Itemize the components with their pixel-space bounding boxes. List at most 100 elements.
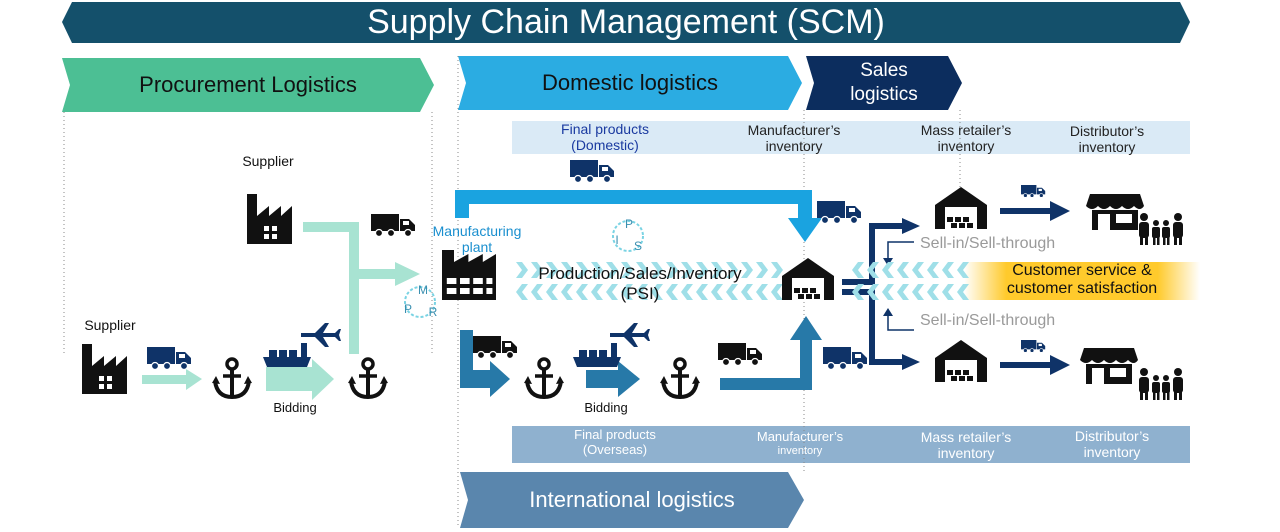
domestic-arrow [455,190,822,242]
sell-in-top-label: Sell-in/Sell-through [920,235,1056,252]
distributor-inventory-top-line1: Distributor’s [1069,123,1145,139]
ship-icon [573,343,621,367]
psi-chevron [756,284,768,300]
sales-title-line2: logistics [850,84,918,105]
international-arrows [460,316,822,397]
customer-satisfaction-label: Customer service & customer satisfaction [972,262,1192,299]
bidding-right-label: Bidding [584,400,628,415]
psi-chevron [606,262,618,278]
psi-label: Production/Sales/Inventory (PSI) [520,264,760,303]
page-title: Supply Chain Management (SCM) [367,3,885,41]
final-products-overseas-label: Final products (Overseas) [540,427,690,458]
distributor-inventory-bottom-label: Distributor’s inventory [1044,428,1180,460]
final-products-overseas-line2: (Overseas) [582,441,648,457]
psi-chevron [912,284,924,300]
domestic-banner [458,56,802,110]
store-icon [1086,194,1144,230]
psi-chevron [771,284,783,300]
psi-chevron [927,262,939,278]
store-icon [1080,348,1138,384]
family-icon [1139,213,1183,245]
psi-chevron [882,284,894,300]
manufacturer-inventory-top-line1: Manufacturer’s [747,122,841,138]
psi-chevron [681,262,693,278]
final-products-domestic-line1: Final products [561,121,649,137]
top-strip [512,121,1190,154]
psi-chevron [852,262,864,278]
psi-chevron [957,262,969,278]
psi-chevron [726,284,738,300]
anchor-icon [522,357,566,399]
mass-retailer-inventory-top-line1: Mass retailer’s [920,122,1012,138]
supplier-top-label: Supplier [242,153,294,169]
truck-icon [569,159,615,184]
psi-chevron [741,284,753,300]
manufacturer-inventory-top-line2: inventory [765,138,823,155]
psi-chevron [741,262,753,278]
final-products-domestic-label: Final products (Domestic) [530,121,680,153]
psi-chevron [957,284,969,300]
truck-icon [717,342,763,367]
anchor-icon [210,357,254,399]
manufacturing-plant-line1: Manufacturing [432,223,522,239]
cycle-letter-p-left: P [403,302,412,316]
psi-chevron [696,284,708,300]
psi-chevron [882,262,894,278]
family-icon [1139,368,1183,400]
psi-chevron [696,262,708,278]
domestic-title: Domestic logistics [541,70,719,95]
psi-chevron [621,284,633,300]
factory-icon [442,250,496,300]
manufacturing-plant-line2: plant [461,239,493,256]
sales-banner [806,56,962,110]
cycle-letter-p-top: P [624,217,633,231]
psi-chevron [591,262,603,278]
psi-chevron [666,262,678,278]
factory-icon [82,344,127,394]
psi-chevron [531,284,543,300]
cycle-letter-s: S [633,239,642,253]
psi-chevron [561,284,573,300]
psi-line1: Production/Sales/Inventory [538,264,742,283]
procurement-title: Procurement Logistics [139,72,357,97]
psi-chevron [651,284,663,300]
supplier-bottom-label: Supplier [84,317,136,333]
psi-chevron [576,262,588,278]
psi-chevron [852,284,864,300]
psi-chevron [636,284,648,300]
international-banner [460,472,804,528]
procurement-banner [62,58,434,112]
psi-chevron [681,284,693,300]
psi-chevron [897,262,909,278]
psi-chevron [927,284,939,300]
mass-retailer-inventory-bottom-line2: inventory [937,445,995,462]
psi-chevron [546,284,558,300]
manufacturer-inventory-bottom-line1: Manufacturer’s [756,429,844,444]
bottom-strip [512,426,1190,463]
psi-chevron [711,262,723,278]
psi-chevron [942,262,954,278]
truck-icon [1020,184,1046,198]
warehouse-icon [935,187,987,229]
manufacturer-inventory-bottom-label: Manufacturer’s inventory [730,429,870,458]
cycle-letter-i: I [615,233,619,247]
international-title: International logistics [529,487,735,512]
title-banner [62,2,1190,43]
mass-retailer-inventory-top-label: Mass retailer’s inventory [893,122,1039,154]
psi-chevron [771,262,783,278]
sell-in-bottom-label: Sell-in/Sell-through [920,312,1056,329]
psi-line2: (PSI) [620,283,660,303]
anchor-icon [658,357,702,399]
psi-chevron [651,262,663,278]
psi-chevron [636,262,648,278]
ship-icon [263,343,311,367]
sales-title-line1: Sales [860,60,908,81]
psi-chevron [606,284,618,300]
distributor-inventory-bottom-line2: inventory [1083,444,1141,461]
psi-chevrons [516,262,969,300]
manufacturer-inventory-top-label: Manufacturer’s inventory [722,122,866,154]
truck-icon [472,335,518,360]
truck-icon [146,346,192,371]
manufacturing-plant-label: Manufacturing plant [418,223,536,255]
